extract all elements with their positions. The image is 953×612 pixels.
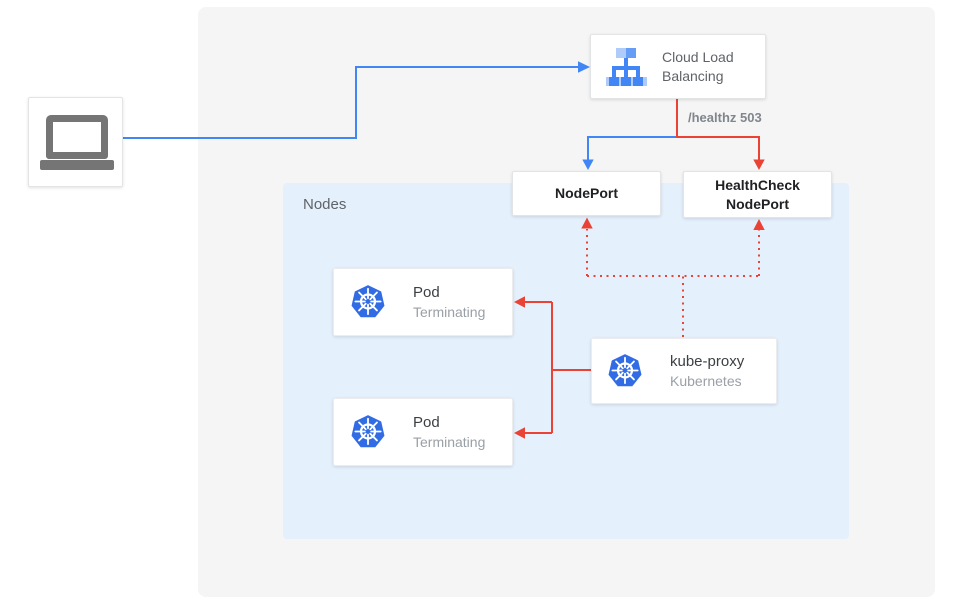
kubernetes-icon <box>351 415 385 448</box>
pod2-title: Pod <box>413 414 440 431</box>
pod1-status: Terminating <box>413 304 486 320</box>
pod2-node: Pod Terminating <box>333 398 513 466</box>
cloud-load-balancing-label: Cloud Load Balancing <box>662 48 734 84</box>
nodeport-node: NodePort <box>512 171 661 216</box>
healthz-edge-label: /healthz 503 <box>688 110 762 125</box>
nodeport-label: NodePort <box>555 185 618 202</box>
cloud-load-balancing-node: Cloud Load Balancing <box>590 34 766 99</box>
healthcheck-nodeport-node: HealthCheck NodePort <box>683 171 832 218</box>
pod1-node: Pod Terminating <box>333 268 513 336</box>
nodes-panel-label: Nodes <box>303 196 347 213</box>
kubernetes-icon <box>608 354 642 387</box>
pod2-status: Terminating <box>413 434 486 450</box>
healthcheck-nodeport-label: HealthCheck NodePort <box>715 177 800 212</box>
kube-proxy-node: kube-proxy Kubernetes <box>591 338 777 404</box>
cloud-load-balancing-icon <box>606 47 647 86</box>
kube-proxy-subtitle: Kubernetes <box>670 373 742 389</box>
kubernetes-icon <box>351 285 385 318</box>
laptop-icon <box>40 115 114 171</box>
client-node <box>28 97 123 187</box>
kube-proxy-title: kube-proxy <box>670 353 745 370</box>
pod1-title: Pod <box>413 284 440 301</box>
